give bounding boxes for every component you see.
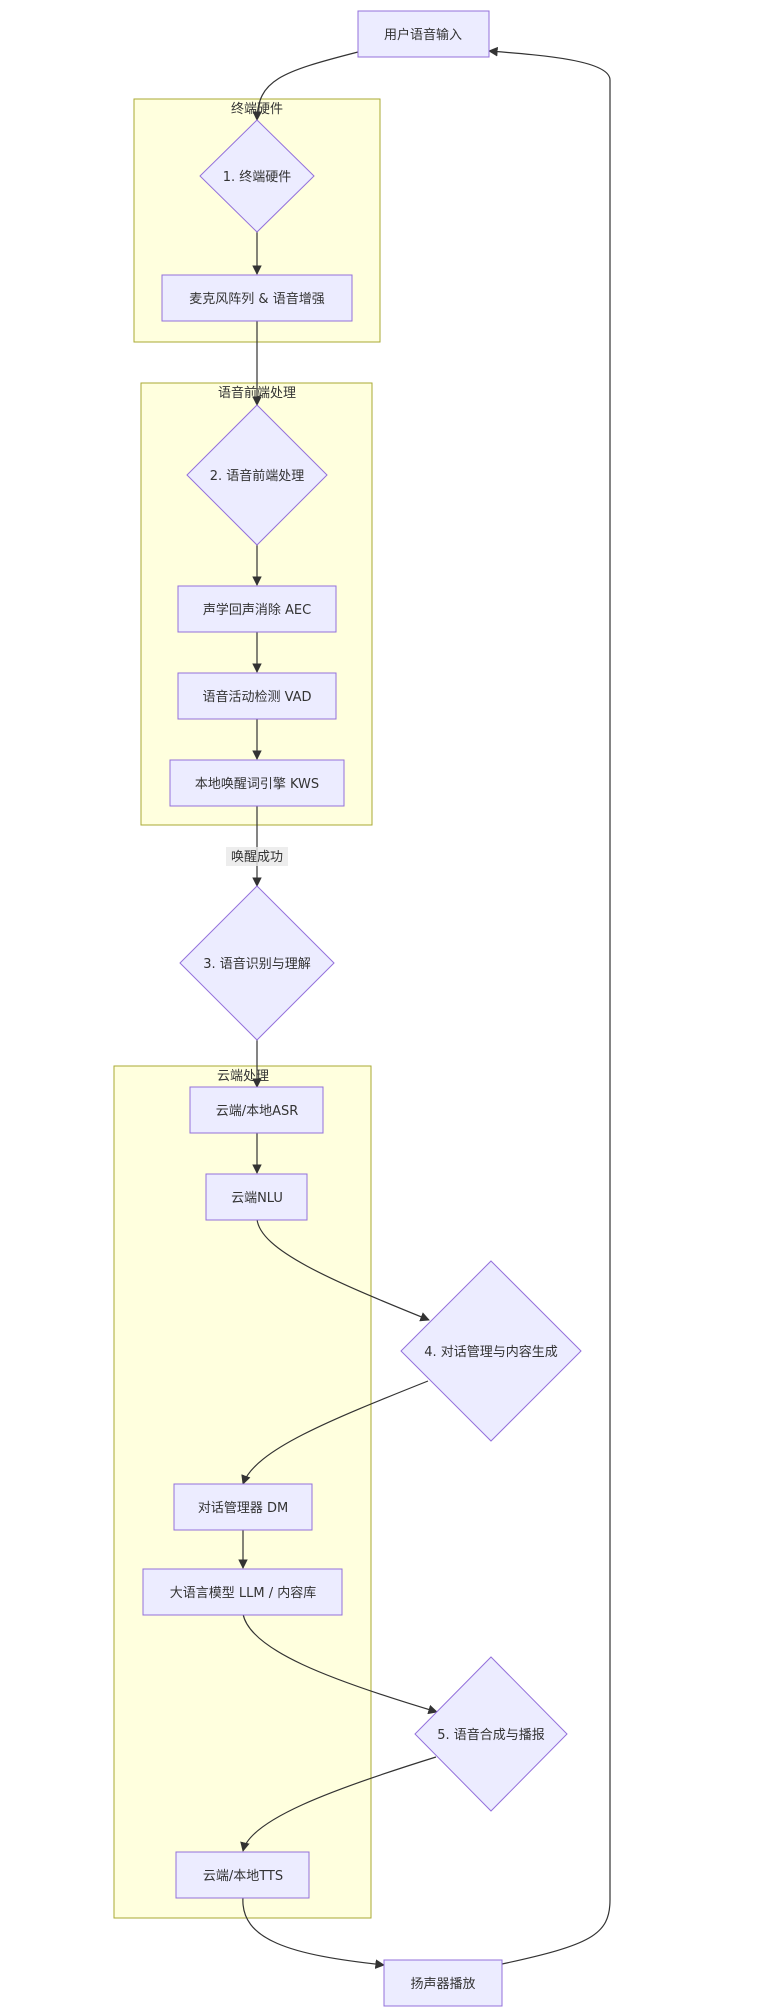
node-d1[interactable]: 1. 终端硬件 [199, 119, 315, 233]
node-d3[interactable]: 3. 语音识别与理解 [179, 885, 335, 1041]
node-vad[interactable]: 语音活动检测 VAD [177, 672, 337, 720]
node-d1-label: 1. 终端硬件 [223, 169, 292, 185]
node-aec[interactable]: 声学回声消除 AEC [177, 585, 337, 633]
node-aec-label: 声学回声消除 AEC [203, 602, 311, 618]
edge-label-wake: 唤醒成功 [226, 847, 288, 866]
node-d2-label: 2. 语音前端处理 [210, 468, 305, 484]
edge-nlu-to-d4 [256, 1218, 430, 1322]
cluster-cloud-label: 云端处理 [217, 1069, 269, 1084]
node-d5-label: 5. 语音合成与播报 [437, 1727, 545, 1743]
node-speaker-label: 扬声器播放 [410, 1977, 475, 1992]
node-kws-label: 本地唤醒词引擎 KWS [195, 777, 319, 792]
node-d2[interactable]: 2. 语音前端处理 [186, 404, 328, 546]
node-llm-label: 大语言模型 LLM / 内容库 [170, 1585, 316, 1601]
node-asr-label: 云端/本地ASR [216, 1104, 299, 1119]
edge-label-wake-text: 唤醒成功 [231, 850, 283, 865]
edges [238, 46, 611, 1969]
node-mic-label: 麦克风阵列 & 语音增强 [189, 291, 324, 307]
cluster-hardware-label: 终端硬件 [231, 101, 283, 117]
edge-tts-to-speaker [242, 1896, 385, 1969]
node-mic[interactable]: 麦克风阵列 & 语音增强 [161, 274, 353, 322]
node-d3-label: 3. 语音识别与理解 [203, 956, 311, 972]
node-asr[interactable]: 云端/本地ASR [189, 1086, 324, 1134]
node-nlu[interactable]: 云端NLU [205, 1173, 308, 1221]
node-tts[interactable]: 云端/本地TTS [175, 1851, 310, 1899]
node-dm[interactable]: 对话管理器 DM [173, 1483, 313, 1531]
node-dm-label: 对话管理器 DM [198, 1501, 288, 1516]
node-user-input[interactable]: 用户语音输入 [357, 10, 490, 58]
node-d5[interactable]: 5. 语音合成与播报 [414, 1656, 568, 1812]
edge-llm-to-d5 [242, 1613, 438, 1715]
edge-d4-to-dm [241, 1380, 429, 1485]
node-d4-label: 4. 对话管理与内容生成 [424, 1344, 558, 1360]
node-tts-label: 云端/本地TTS [203, 1869, 283, 1884]
node-vad-label: 语音活动检测 VAD [202, 689, 311, 705]
edge-d5-to-tts [240, 1756, 437, 1852]
node-speaker[interactable]: 扬声器播放 [383, 1959, 503, 2007]
edge-speaker-to-input [488, 46, 611, 1965]
node-nlu-label: 云端NLU [231, 1191, 283, 1206]
node-d4[interactable]: 4. 对话管理与内容生成 [400, 1260, 582, 1442]
node-llm[interactable]: 大语言模型 LLM / 内容库 [142, 1568, 343, 1616]
node-user-input-label: 用户语音输入 [384, 27, 462, 43]
edge-input-to-d1 [252, 51, 359, 121]
node-kws[interactable]: 本地唤醒词引擎 KWS [169, 759, 345, 807]
